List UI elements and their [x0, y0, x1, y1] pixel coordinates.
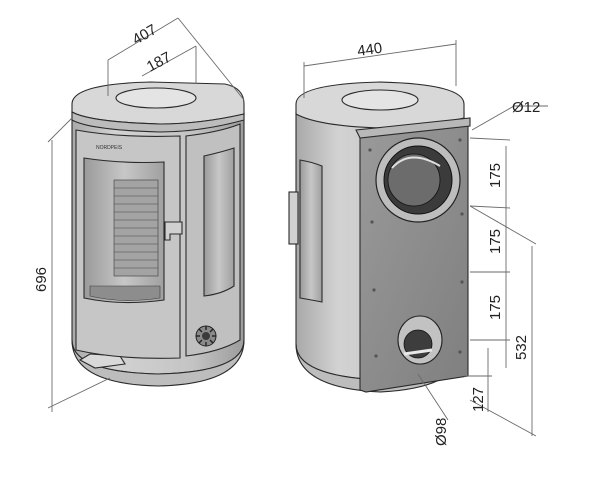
dim-height: 696 — [33, 267, 50, 292]
door-handle — [164, 221, 183, 241]
flue-outlet-top — [115, 87, 197, 109]
stove-base — [71, 339, 245, 387]
back-plate-top-edge — [355, 117, 471, 139]
stove-back-view — [288, 81, 471, 393]
firebox-bricks — [89, 179, 161, 301]
dim-flue-diameter: Ø12 — [512, 99, 540, 116]
ash-tray-handle — [78, 353, 126, 369]
top-band — [71, 111, 245, 133]
side-window-back — [299, 159, 323, 303]
side-handle — [288, 191, 299, 245]
dim-spacing-3: 175 — [487, 295, 504, 320]
dimension-lines-front — [47, 17, 245, 412]
dim-flue-diameter-value: 12 — [524, 99, 541, 116]
side-window — [203, 147, 235, 297]
air-control-knob — [195, 325, 217, 347]
dim-spacing-1: 175 — [487, 163, 504, 188]
dimension-lines-back — [303, 40, 548, 437]
dim-spacing-2: 175 — [487, 229, 504, 254]
dim-flue-offset: 187 — [144, 49, 174, 76]
dim-connection-height: 532 — [513, 335, 530, 360]
rear-flue-connection — [375, 137, 461, 223]
brand-mark: NORDPEIS — [96, 145, 123, 151]
dim-air-inlet-diameter-value: 98 — [433, 418, 450, 435]
dim-width: 440 — [356, 40, 383, 60]
flue-outlet-top-back — [341, 89, 419, 111]
stove-front-view: NORDPEIS — [71, 81, 245, 387]
rear-air-inlet — [397, 315, 443, 365]
dim-air-inlet-diameter: Ø98 — [433, 418, 450, 446]
plate-bolts — [368, 138, 464, 358]
dim-bottom-offset: 127 — [470, 387, 487, 412]
